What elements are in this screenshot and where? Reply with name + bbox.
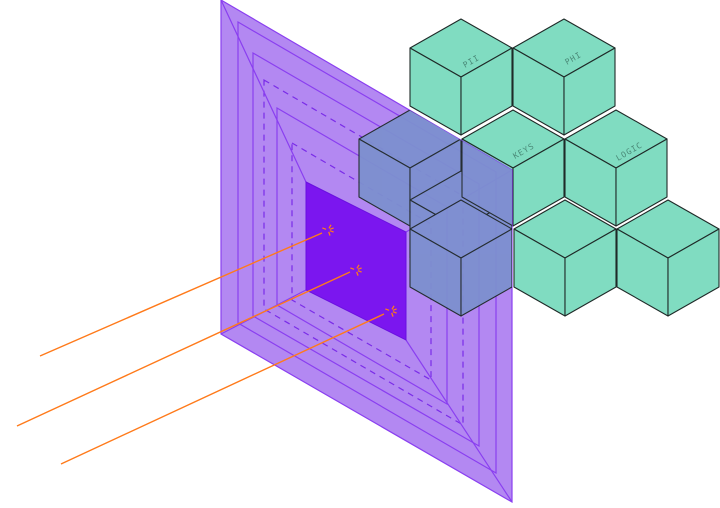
spark-stroke xyxy=(391,312,394,317)
spark-stroke xyxy=(329,230,334,233)
cube-right-face xyxy=(563,47,616,136)
attack-ray xyxy=(39,232,323,357)
attack-rays xyxy=(16,232,385,465)
cube-right-face xyxy=(564,228,617,317)
spark-stroke xyxy=(357,267,362,270)
shield-core-window xyxy=(305,181,407,341)
data-cube xyxy=(513,199,617,317)
panel-bevel-line xyxy=(405,339,513,503)
ray-impact-sparks xyxy=(322,224,397,317)
data-cube-behind-shield xyxy=(409,199,512,317)
spark-stroke xyxy=(356,271,359,276)
cube-right-face xyxy=(512,138,565,227)
cube-right-face xyxy=(615,138,668,227)
data-cube xyxy=(409,18,513,136)
panel-bevel-line xyxy=(220,0,307,183)
spark-stroke xyxy=(328,224,332,229)
spark-stroke xyxy=(328,231,331,236)
spark-stroke xyxy=(350,267,355,270)
spark-stroke xyxy=(322,227,327,230)
data-cube xyxy=(512,18,616,136)
spark-stroke xyxy=(391,305,395,310)
data-cube xyxy=(564,109,668,227)
data-cube-stack xyxy=(409,18,720,317)
cube-right-face xyxy=(460,47,513,136)
spark-burst-icon xyxy=(322,224,334,236)
spark-burst-icon xyxy=(385,305,397,317)
cube-right-face xyxy=(460,228,512,317)
data-cube xyxy=(616,199,720,317)
spark-stroke xyxy=(329,227,334,230)
attack-ray xyxy=(16,271,351,427)
shield-panel-dashed-2 xyxy=(291,141,432,382)
spark-stroke xyxy=(392,308,397,311)
spark-stroke xyxy=(385,308,390,311)
spark-stroke xyxy=(356,264,360,269)
spark-stroke xyxy=(357,270,362,273)
spark-burst-icon xyxy=(350,264,362,276)
cube-right-face xyxy=(667,228,720,317)
attack-ray xyxy=(60,313,385,465)
spark-stroke xyxy=(392,311,397,314)
